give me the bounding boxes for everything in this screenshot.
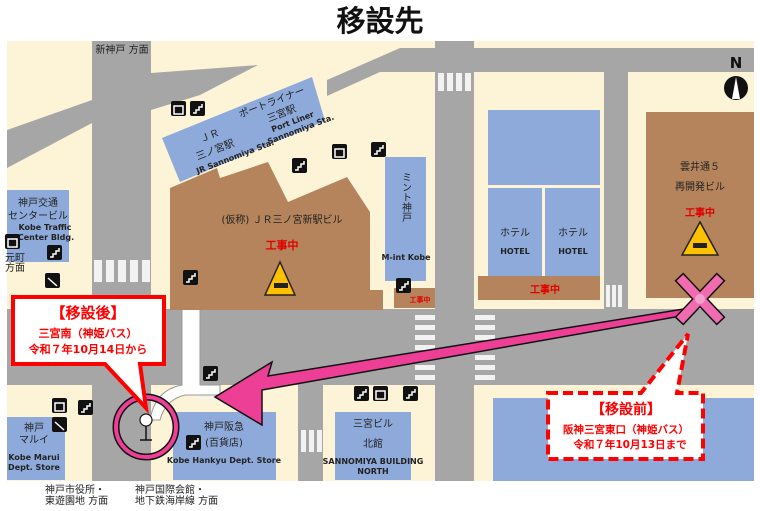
hotel-label: HOTEL	[558, 247, 588, 256]
callout-after-line: 三宮南（神姫バス）	[39, 326, 138, 340]
marui-label: 神戸	[24, 421, 44, 434]
marui-en: Kobe Marui	[8, 453, 59, 462]
sannomiya-bldg-label: 三宮ビル	[353, 417, 393, 430]
north-label: N	[730, 54, 743, 72]
hankyu-label: (百貨店)	[205, 436, 243, 449]
sannomiya-bldg-label: 北館	[363, 437, 383, 450]
relocation-arrow	[213, 307, 693, 427]
traffic-center-en: Center Bldg.	[18, 233, 74, 242]
hotel-label: ホテル	[500, 227, 530, 239]
hankyu-label: 神戸阪急	[204, 420, 244, 433]
stairs-icon	[403, 386, 418, 401]
hotel-left	[488, 188, 542, 276]
hankyu-en: Kobe Hankyu Dept. Store	[167, 456, 282, 465]
old-stop-x-icon	[674, 272, 726, 326]
sannomiya-building-north	[335, 412, 411, 480]
mint-kobe-en: M-int Kobe	[381, 253, 431, 262]
hotel-right	[545, 188, 600, 276]
crosswalks	[55, 73, 622, 452]
stairs-icon	[354, 386, 369, 401]
construction-label: 工事中	[266, 238, 299, 252]
marui-label: マルイ	[19, 435, 49, 446]
kumoidori-label: 雲井通５	[680, 160, 720, 173]
mint-kobe	[385, 157, 426, 281]
direction-kokusai: 神戸国際会館・	[135, 483, 205, 496]
callout-after-line: 令和７年10月14日から	[28, 342, 148, 356]
stairs-icon	[186, 435, 201, 450]
kumoidori-building	[646, 112, 754, 298]
callout-after: 【移設後】 三宮南（神姫バス） 令和７年10月14日から	[11, 295, 166, 414]
stairs-icon	[203, 366, 218, 381]
direction-shin-kobe: 新神戸 方面	[95, 43, 148, 56]
callout-before-line: 令和７年10月13日まで	[572, 438, 687, 451]
stairs-icon	[292, 158, 307, 173]
direction-motomachi: 元町	[5, 253, 25, 264]
sannomiya-bldg-en: SANNOMIYA BUILDING	[323, 457, 424, 466]
direction-motomachi: 方面	[5, 261, 25, 274]
sannomiya-bldg-en: NORTH	[357, 467, 388, 476]
callout-before: 【移設前】 阪神三宮東口（神姫バス） 令和７年10月13日まで	[546, 332, 705, 461]
direction-kokusai: 地下鉄海岸線 方面	[135, 494, 218, 507]
traffic-center-label: 神戸交通	[18, 196, 58, 209]
direction-city-hall: 神戸市役所・	[45, 483, 105, 496]
escalator-icon	[52, 417, 67, 432]
jr-new-building-label: (仮称) ＪＲ三ノ宮新駅ビル	[222, 213, 343, 226]
stairs-icon	[371, 142, 386, 157]
construction-icon	[263, 260, 297, 296]
mint-kobe-label: ミント神戸	[400, 172, 412, 223]
hotel-block	[488, 110, 600, 185]
pedestrian-deck	[149, 296, 221, 421]
stairs-icon	[47, 245, 62, 260]
traffic-center-en: Kobe Traffic	[18, 223, 71, 232]
page-title: 移設先	[336, 4, 423, 38]
marui-en: Dept. Store	[8, 463, 60, 472]
escalator-icon	[45, 273, 60, 288]
callout-before-heading: 【移設前】	[591, 401, 661, 418]
callout-after-heading: 【移設後】	[50, 304, 125, 322]
hotel-label: ホテル	[558, 227, 588, 239]
stairs-icon	[190, 101, 205, 116]
construction-label: 工事中	[530, 283, 560, 296]
jr-sannomiya-station	[162, 77, 325, 182]
hotel-label: HOTEL	[500, 247, 530, 256]
hotel-construction	[478, 276, 600, 300]
callout-before-line: 阪神三宮東口（神姫バス）	[563, 423, 689, 436]
stairs-icon	[183, 270, 198, 285]
kumoidori-label: 再開発ビル	[675, 180, 725, 193]
stairs-icon	[78, 400, 93, 415]
bus-stop-icon	[139, 413, 153, 427]
direction-city-hall: 東遊園地 方面	[45, 494, 108, 507]
construction-icon	[680, 220, 720, 256]
stairs-icon	[396, 278, 411, 293]
compass-icon	[724, 76, 748, 100]
jr-new-station-building	[170, 162, 383, 310]
construction-label: 工事中	[685, 206, 715, 219]
construction-label: 工事中	[410, 295, 431, 304]
traffic-center-label: センタービル	[8, 210, 68, 222]
